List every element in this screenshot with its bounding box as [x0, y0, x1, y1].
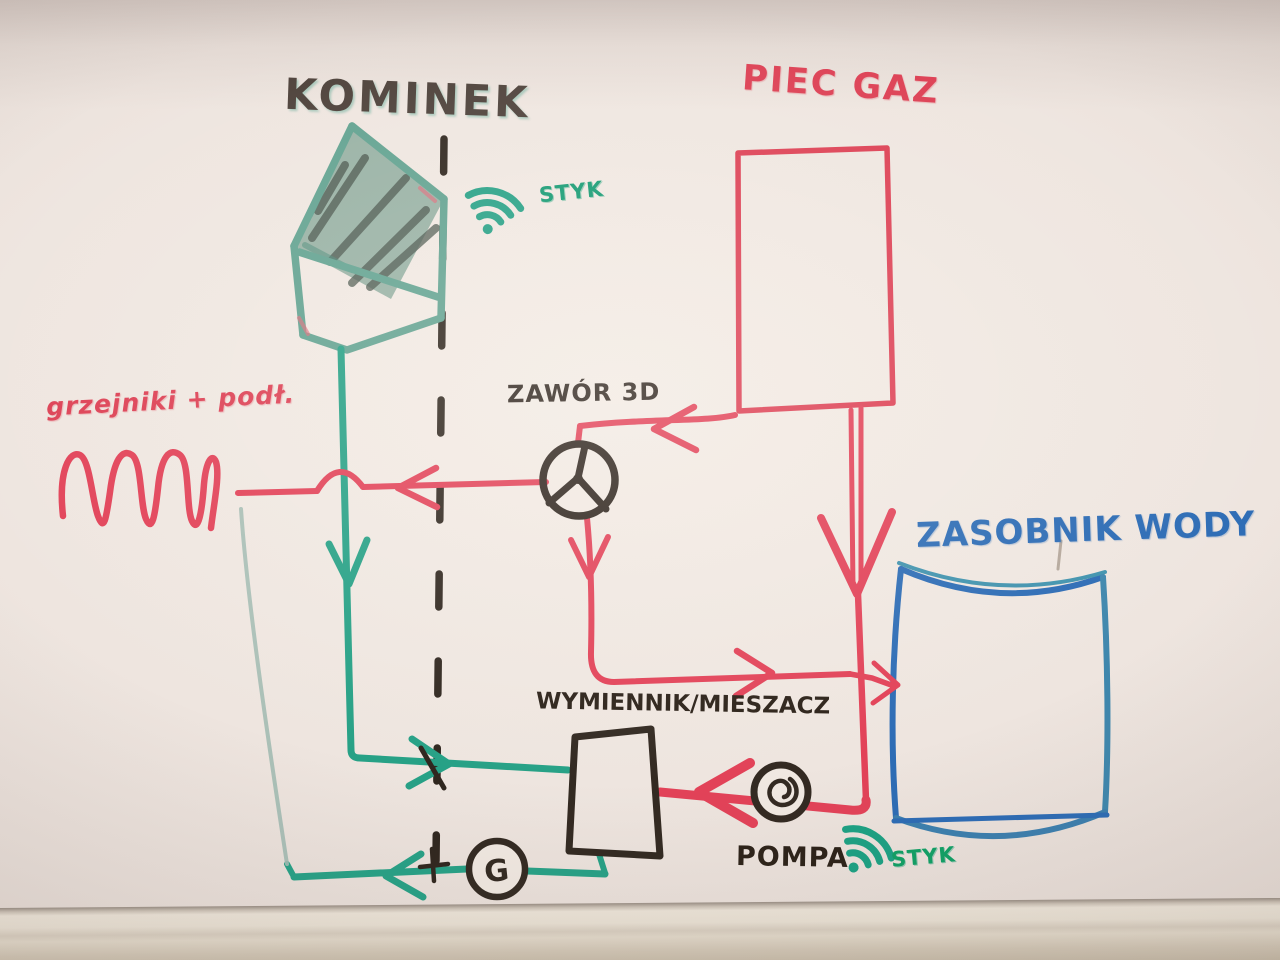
pipe-fireplace-down: [337, 345, 355, 754]
arrow-left-icon: [382, 850, 427, 901]
red-pipes: [58, 403, 901, 828]
gas-furnace-box: [735, 145, 896, 414]
pump-spiral-icon: [767, 776, 799, 808]
arrow-left-icon: [650, 403, 700, 454]
radiator-squiggle: [58, 449, 221, 532]
arrow-down-icon: [325, 536, 371, 588]
pump-letter: G: [483, 853, 511, 890]
arrow-left-icon: [694, 758, 758, 828]
exchanger-box: [565, 725, 664, 860]
arrow-left-icon: [394, 464, 441, 511]
arrow-right-icon: [870, 660, 901, 706]
valve-label: ZAWÓR 3D: [506, 377, 661, 409]
pipe-return-faint: [239, 507, 289, 866]
teal-pipes: [239, 345, 609, 901]
fireplace-drawing: [290, 122, 448, 354]
arrow-right-icon: [405, 735, 453, 790]
arrow-right-icon: [732, 647, 776, 700]
pipe-valve-to-radiators: [360, 479, 549, 490]
wifi-icon: [842, 825, 895, 873]
pump-label: POMPA: [735, 841, 850, 874]
styk-label-bottom: STYK: [890, 842, 957, 872]
pump-symbol-left: G: [465, 837, 529, 901]
water-tank-drawing: [889, 539, 1111, 840]
wifi-icon: [464, 187, 525, 235]
pipe-to-exchanger: [347, 746, 572, 774]
exchanger-label: WYMIENNIK/MIESZACZ: [535, 688, 831, 720]
pipe-exchanger-return: [523, 867, 609, 878]
pipe-jump-over: [314, 468, 366, 494]
pipe-valve-to-tank: [584, 515, 853, 685]
arrow-down-icon: [817, 508, 896, 598]
fireplace-label: KOMINEK: [283, 69, 532, 129]
pipe-to-pump: [655, 787, 871, 815]
three-way-valve-symbol: [539, 440, 619, 520]
arrow-down-icon: [568, 534, 611, 580]
pump-symbol-right: [750, 761, 812, 823]
crossing-marks: [417, 745, 451, 884]
